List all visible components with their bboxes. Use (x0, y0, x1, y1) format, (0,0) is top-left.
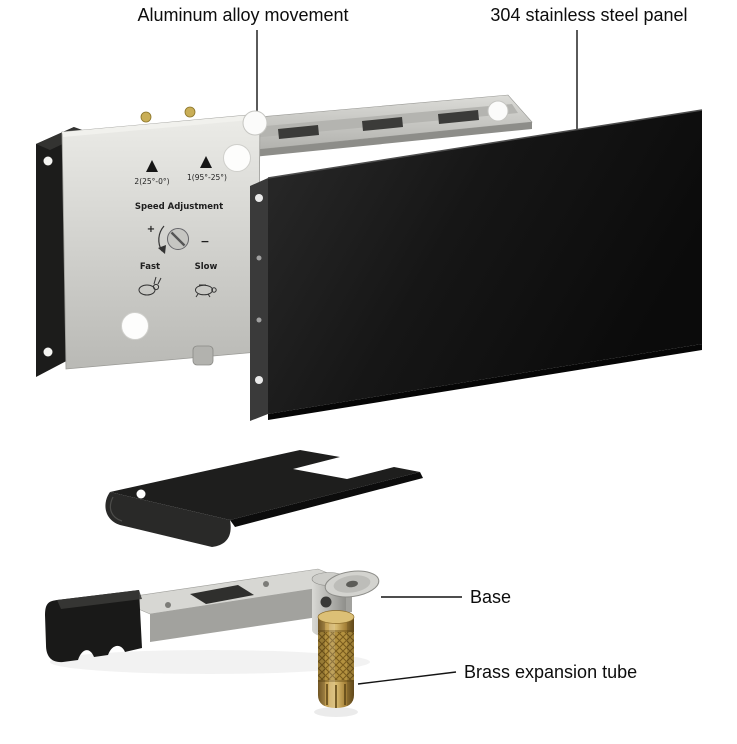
pivot-screw (324, 570, 380, 598)
movement-assembly: 2(25°-0°) 1(95°-25°) Speed Adjustment + … (36, 94, 533, 377)
pivot-side-hole (320, 596, 332, 608)
panel-top-edge (267, 109, 703, 179)
rail-slot (362, 117, 403, 131)
rail-roller (242, 110, 268, 136)
callout-brass-label: Brass expansion tube (464, 662, 637, 682)
panel-screw (256, 317, 262, 323)
cover-plate (105, 450, 423, 547)
valve-nub (192, 345, 214, 366)
callout-brass-line (357, 671, 457, 685)
base-end-cap (45, 590, 142, 663)
cover-screw-hole (136, 489, 146, 499)
brass-expansion-tube (314, 610, 358, 717)
cover-front-edge (230, 472, 423, 527)
callout-base-label: Base (470, 587, 511, 607)
panel-side-face (250, 178, 268, 421)
minus-mark: − (200, 235, 209, 248)
plate-roller (121, 312, 149, 340)
base-plate-hole (165, 602, 171, 608)
base-end-cap-top (57, 590, 142, 609)
tube-texture (318, 617, 354, 708)
cover-curved-flange (105, 492, 231, 547)
cover-top-face (110, 450, 420, 520)
dial-arrowhead (158, 245, 166, 254)
panel-screw (255, 376, 263, 384)
panel-screw (255, 194, 263, 202)
brass-pin (184, 106, 196, 118)
angle-scale-left: 2(25°-0°) (134, 177, 169, 186)
arrow-up-icon (146, 160, 158, 172)
rail-roller (487, 100, 509, 122)
bracket-screw-hole (43, 347, 53, 357)
rail-slot (438, 110, 479, 124)
dial-slot (170, 231, 186, 247)
bracket-screw-hole (43, 156, 53, 166)
callout-movement-label: Aluminum alloy movement (137, 5, 348, 25)
rabbit-icon (138, 276, 162, 296)
fast-label: Fast (140, 262, 160, 272)
steel-panel (250, 109, 703, 421)
arrow-up-icon (200, 156, 212, 168)
base-shadow (50, 650, 370, 674)
base-plate-front (150, 583, 352, 642)
plus-mark: + (147, 224, 155, 235)
slow-label: Slow (195, 262, 218, 272)
panel-screw (256, 255, 262, 261)
plate-roller (223, 144, 251, 172)
base-plate-hole (263, 581, 269, 587)
panel-front-face (268, 110, 702, 414)
turtle-icon (195, 284, 217, 298)
base-assembly (45, 568, 380, 674)
callout-panel-label: 304 stainless steel panel (490, 5, 687, 25)
panel-bottom-edge (268, 344, 702, 420)
faceplate-bevel (62, 114, 261, 137)
tube-shadow (314, 707, 358, 717)
cover-highlight (109, 496, 123, 522)
angle-scale-right: 1(95°-25°) (187, 173, 227, 182)
tube-top-rim (317, 610, 355, 624)
rail-slot (278, 125, 319, 139)
base-plate-slot (190, 585, 254, 604)
brass-pin (140, 111, 152, 123)
speed-adjustment-label: Speed Adjustment (135, 202, 223, 212)
